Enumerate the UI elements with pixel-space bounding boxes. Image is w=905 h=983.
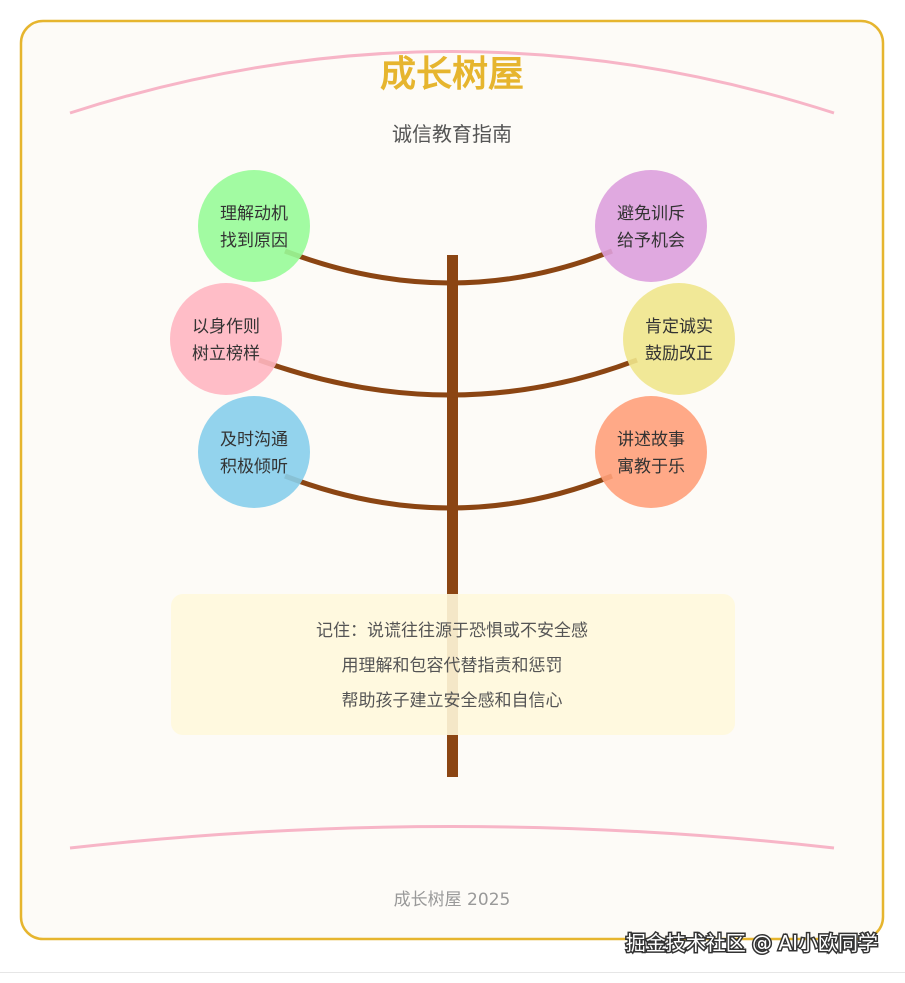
tip-text-line1: 避免训斥 [617, 204, 685, 224]
tip-text-line1: 以身作则 [192, 317, 260, 337]
tip-node-2: 避免训斥 给予机会 [595, 170, 707, 282]
watermark: 掘金技术社区 @ AI小欧同学 [626, 931, 878, 955]
tip-node-1: 理解动机 找到原因 [198, 170, 310, 282]
tip-text-line1: 讲述故事 [617, 430, 685, 450]
bottom-arc [69, 825, 835, 850]
tip-node-6: 讲述故事 寓教于乐 [595, 396, 707, 508]
tip-node-4: 肯定诚实 鼓励改正 [623, 283, 735, 395]
note-box [171, 594, 735, 735]
tip-text-line1: 肯定诚实 [645, 317, 713, 337]
tip-circle [595, 396, 707, 508]
tip-text-line1: 理解动机 [220, 204, 288, 224]
branch-1 [284, 248, 613, 286]
footer-text: 成长树屋 2025 [394, 890, 511, 910]
page-subtitle: 诚信教育指南 [392, 122, 512, 146]
tip-circle [198, 396, 310, 508]
tip-text-line2: 找到原因 [220, 231, 288, 251]
tip-text-line1: 及时沟通 [220, 430, 288, 450]
tip-node-5: 及时沟通 积极倾听 [198, 396, 310, 508]
note-line-3: 帮助孩子建立安全感和自信心 [342, 691, 563, 711]
bottom-divider [0, 972, 905, 973]
tree-trunk [447, 255, 458, 777]
note-line-2: 用理解和包容代替指责和惩罚 [342, 656, 563, 676]
tip-text-line2: 给予机会 [617, 231, 685, 251]
note-line-1: 记住：说谎往往源于恐惧或不安全感 [316, 621, 588, 641]
branch-2 [258, 357, 638, 398]
tip-circle [170, 283, 282, 395]
tip-text-line2: 树立榜样 [192, 344, 260, 364]
page-title: 成长树屋 [380, 54, 524, 95]
top-arc [69, 50, 835, 115]
tip-text-line2: 积极倾听 [220, 457, 288, 477]
branch-3 [284, 473, 613, 511]
tip-node-3: 以身作则 树立榜样 [170, 283, 282, 395]
tip-circle [595, 170, 707, 282]
tip-text-line2: 鼓励改正 [645, 344, 713, 364]
tip-circle [623, 283, 735, 395]
tip-text-line2: 寓教于乐 [617, 457, 685, 477]
tip-circle [198, 170, 310, 282]
